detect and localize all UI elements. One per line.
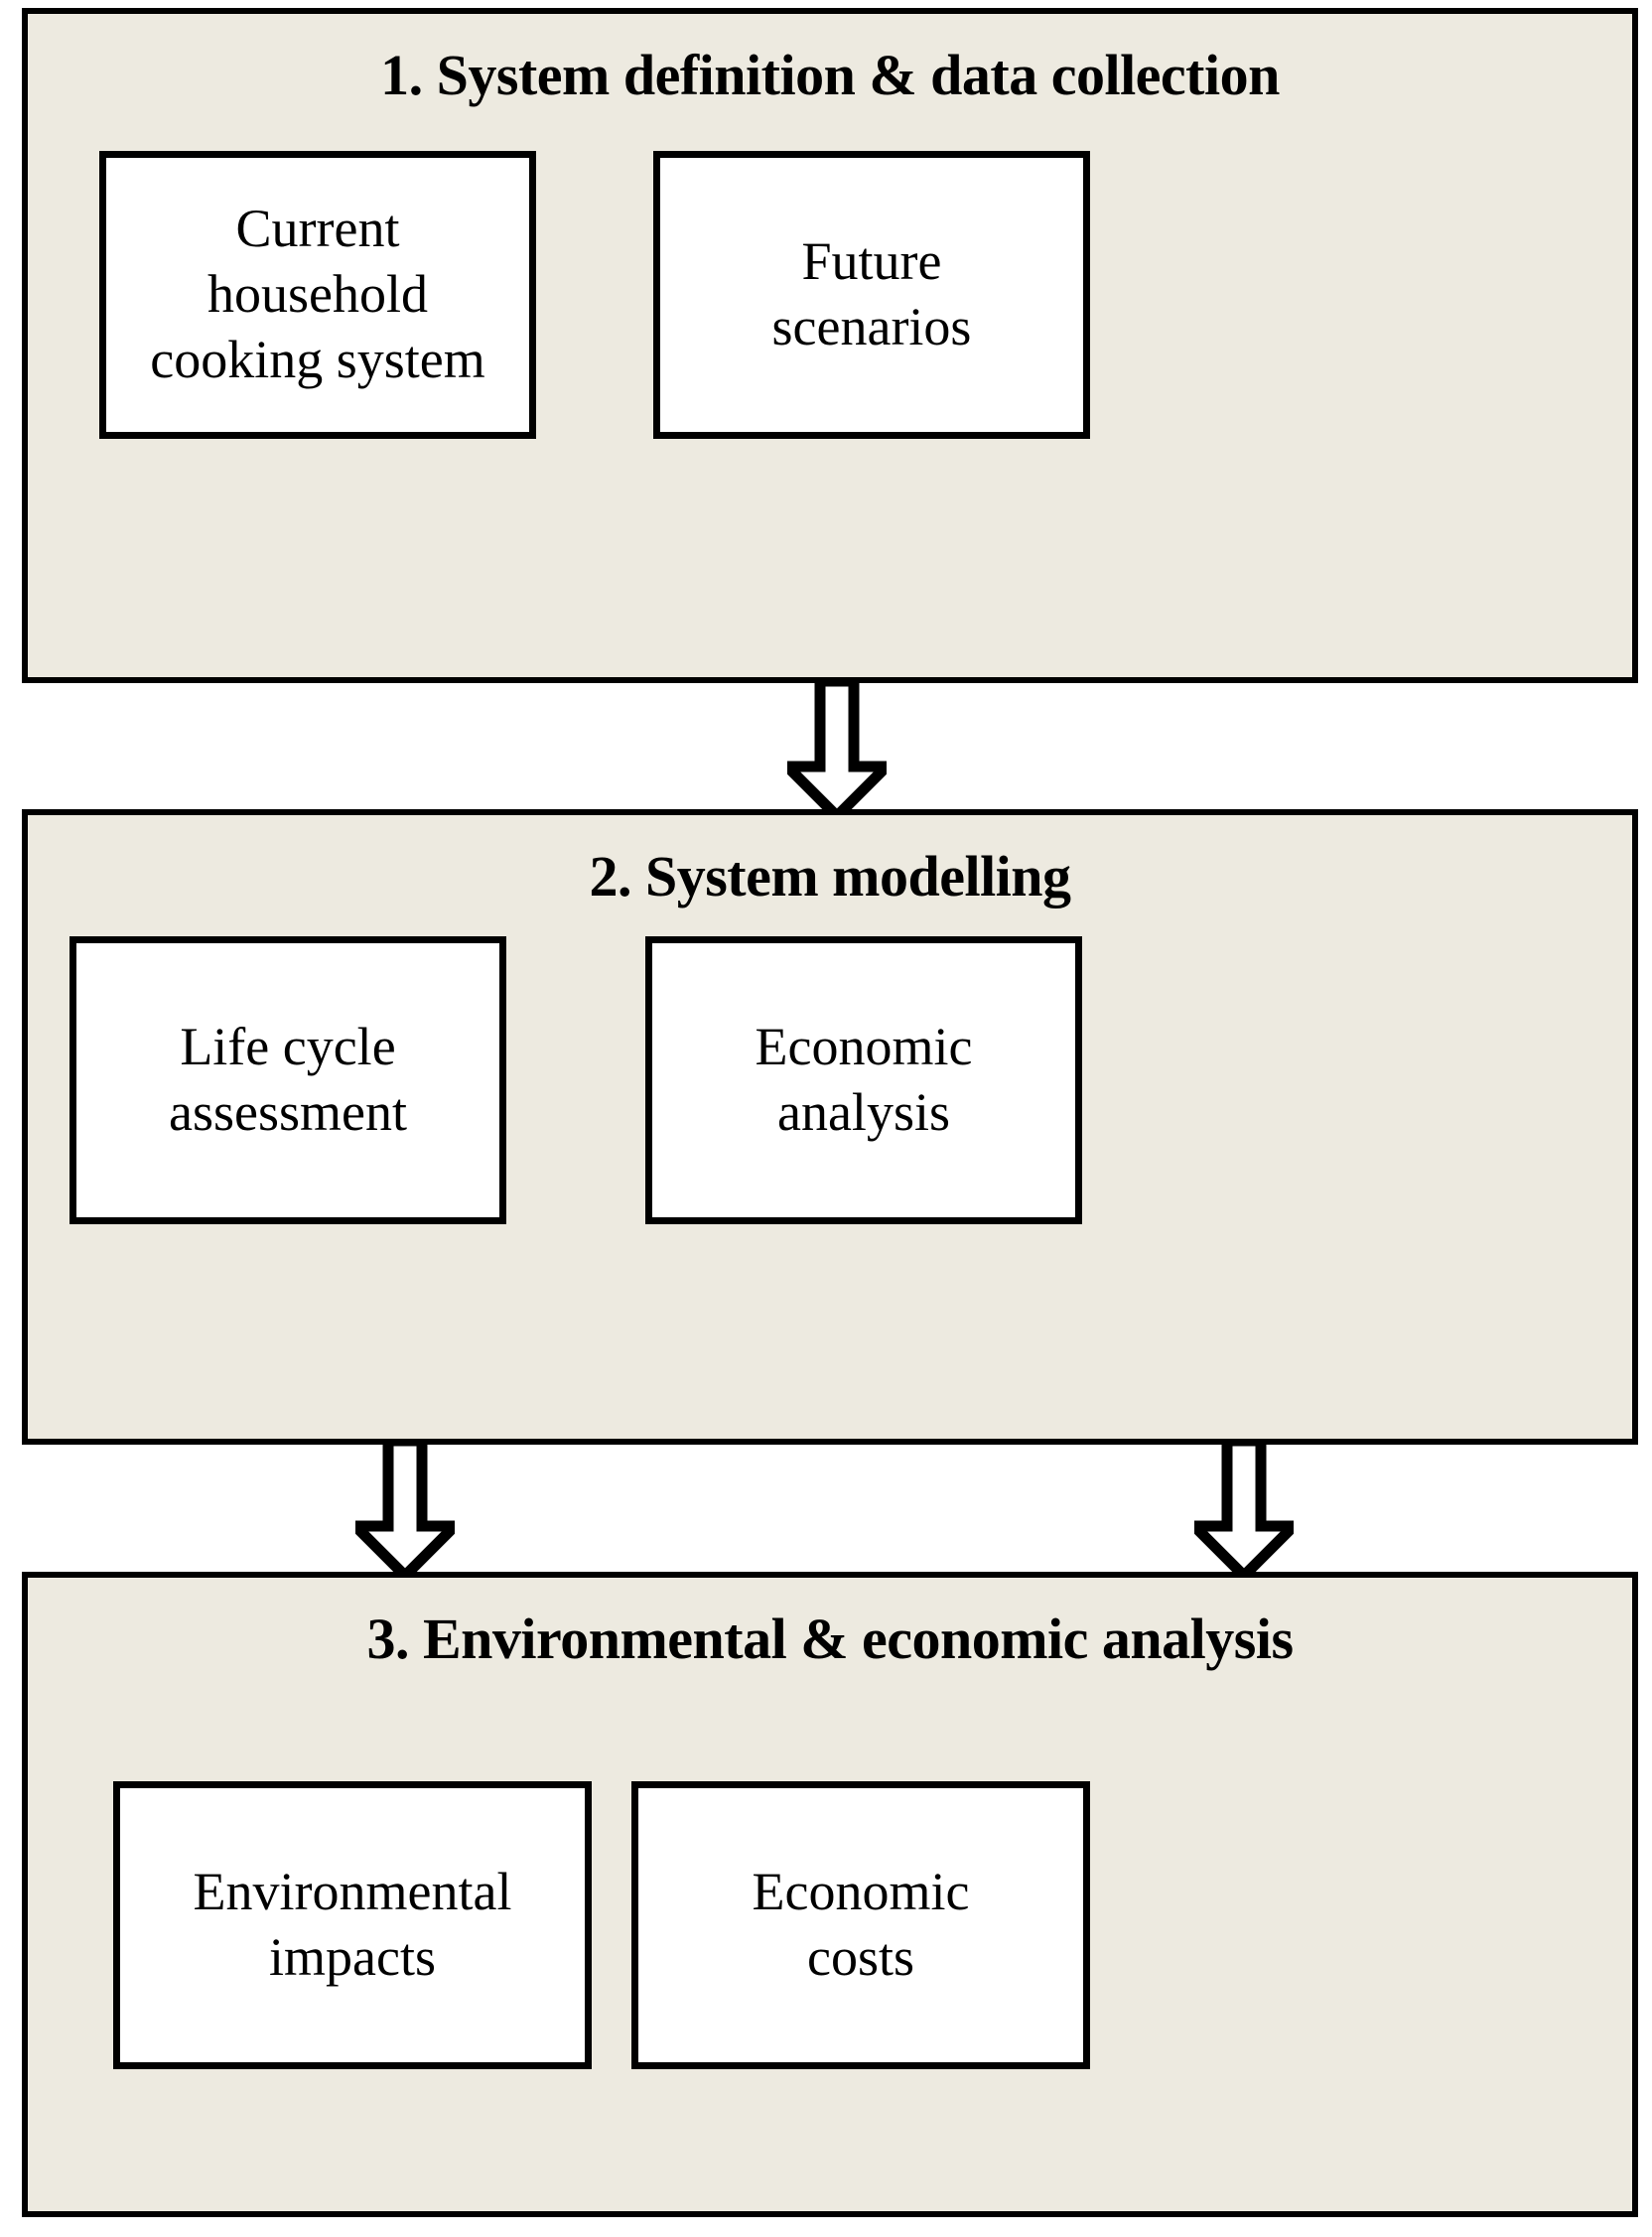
node-current-household-cooking-system-label: Current household cooking system <box>150 199 485 389</box>
node-current-household-cooking-system: Current household cooking system <box>99 151 536 439</box>
stage-1-title: 1. System definition & data collection <box>380 43 1280 107</box>
node-economic-costs-label: Economic costs <box>752 1862 970 1987</box>
stage-2-title: 2. System modelling <box>589 844 1071 909</box>
arrow-stage2-to-stage3-left <box>355 1441 455 1576</box>
stage-3-container: 3. Environmental & economic analysis Env… <box>22 1572 1638 2217</box>
node-environmental-impacts-label: Environmental impacts <box>193 1862 512 1987</box>
arrow-stage2-to-stage3-right <box>1194 1441 1294 1576</box>
node-economic-analysis-label: Economic analysis <box>755 1017 973 1142</box>
node-economic-analysis: Economic analysis <box>645 936 1082 1224</box>
node-economic-costs: Economic costs <box>631 1781 1090 2069</box>
node-future-scenarios-label: Future scenarios <box>771 231 972 356</box>
node-environmental-impacts: Environmental impacts <box>113 1781 592 2069</box>
stage-2-container: 2. System modelling Life cycle assessmen… <box>22 809 1638 1445</box>
stage-3-title: 3. Environmental & economic analysis <box>366 1607 1294 1671</box>
node-life-cycle-assessment: Life cycle assessment <box>69 936 506 1224</box>
arrow-stage1-to-stage2 <box>787 681 887 816</box>
node-future-scenarios: Future scenarios <box>653 151 1090 439</box>
node-life-cycle-assessment-label: Life cycle assessment <box>169 1017 407 1142</box>
stage-1-container: 1. System definition & data collection C… <box>22 8 1638 683</box>
